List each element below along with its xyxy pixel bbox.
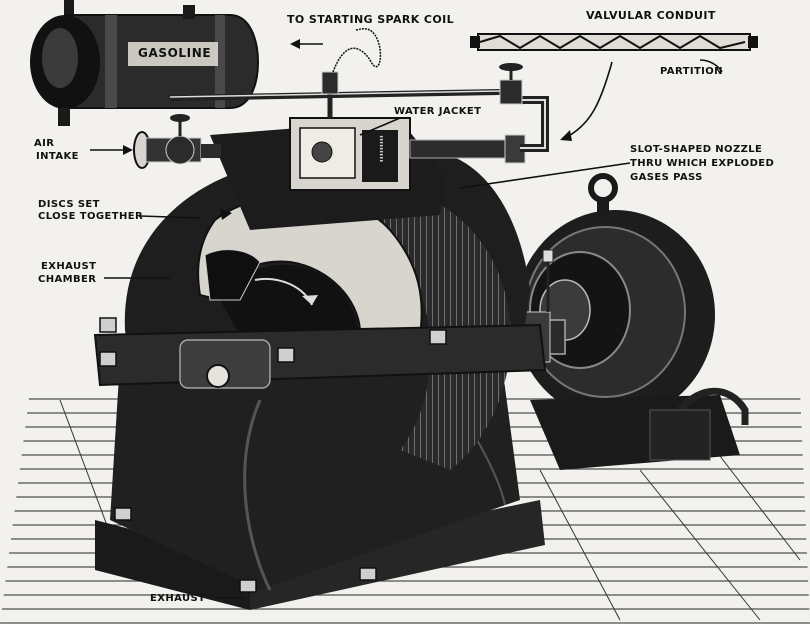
main-turbine-casing: ▮▮▮▮▮▮▮▮▮: [93, 96, 549, 610]
air-intake-valve: [133, 114, 221, 169]
valvular-conduit: [470, 33, 758, 51]
discs-label-2: CLOSE TOGETHER: [38, 211, 144, 222]
discs-label-1: DISCS SET: [38, 199, 100, 210]
air-intake-label-2: INTAKE: [36, 151, 79, 162]
slot-nozzle-label-1: SLOT-SHAPED NOZZLE: [630, 144, 763, 155]
gasoline-tank: [30, 0, 260, 126]
spark-coil-label: TO STARTING SPARK COIL: [287, 13, 455, 26]
slot-nozzle-label-2: THRU WHICH EXPLODED: [630, 158, 775, 169]
gasoline-label: GASOLINE: [138, 46, 212, 60]
exhaust-label: EXHAUST: [150, 593, 206, 604]
partition-label: PARTITION: [660, 66, 723, 77]
svg-text:▮▮▮▮▮▮▮▮▮: ▮▮▮▮▮▮▮▮▮: [378, 135, 384, 162]
leader-lines: [90, 43, 723, 599]
valvular-conduit-label: VALVULAR CONDUIT: [586, 9, 716, 22]
water-jacket-label: WATER JACKET: [394, 106, 482, 117]
fuel-pipe: [169, 28, 523, 118]
air-intake-label-1: AIR: [34, 138, 55, 149]
arrowheads: [123, 39, 572, 220]
exhaust-chamber-label-1: EXHAUST: [41, 261, 97, 272]
exhaust-chamber-label-2: CHAMBER: [38, 274, 97, 285]
slot-nozzle-label-3: GASES PASS: [630, 172, 703, 183]
